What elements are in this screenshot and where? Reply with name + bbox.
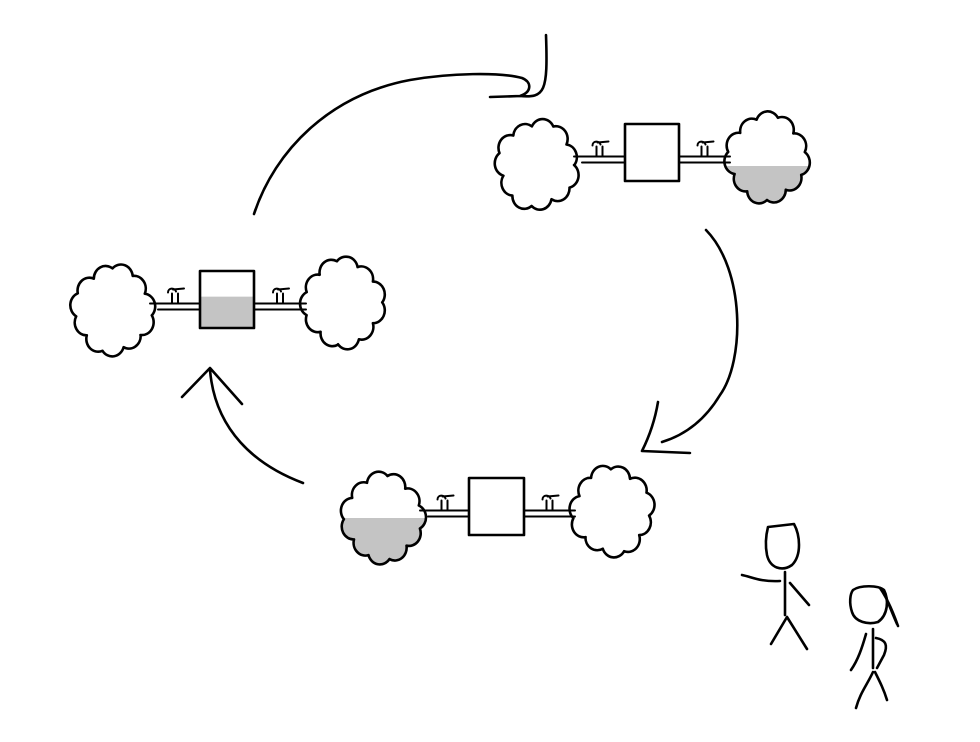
left-cloud bbox=[493, 117, 580, 211]
tank-box bbox=[198, 269, 256, 330]
valve-icon bbox=[272, 287, 290, 304]
right-cloud-water-fill bbox=[725, 166, 810, 204]
valve-icon bbox=[167, 287, 185, 304]
right-cloud bbox=[568, 464, 656, 559]
stages bbox=[69, 110, 812, 566]
valve-icon bbox=[696, 140, 715, 157]
pipes bbox=[419, 509, 576, 518]
pipes bbox=[149, 302, 307, 311]
right-cloud bbox=[723, 110, 812, 205]
cycle-arrow-left bbox=[180, 366, 305, 485]
right-cloud bbox=[298, 255, 387, 351]
valve-icon bbox=[436, 494, 455, 511]
cycle-arrow-top bbox=[252, 33, 548, 216]
left-cloud bbox=[339, 470, 428, 566]
stick-figure-woman bbox=[848, 584, 900, 710]
tank-box bbox=[623, 122, 681, 183]
left-cloud bbox=[69, 263, 157, 358]
stick-figure-man bbox=[740, 522, 811, 651]
valve-icon bbox=[541, 494, 560, 511]
stage-left bbox=[69, 255, 387, 358]
left-cloud-water-fill bbox=[341, 518, 426, 565]
stage-bottom bbox=[339, 464, 656, 566]
valve-icon bbox=[591, 140, 610, 157]
pipes bbox=[573, 155, 731, 164]
tank-water-fill bbox=[200, 296, 254, 328]
tank-box bbox=[467, 476, 526, 537]
stage-top bbox=[493, 110, 812, 211]
cycle-arrow-right bbox=[640, 228, 739, 455]
